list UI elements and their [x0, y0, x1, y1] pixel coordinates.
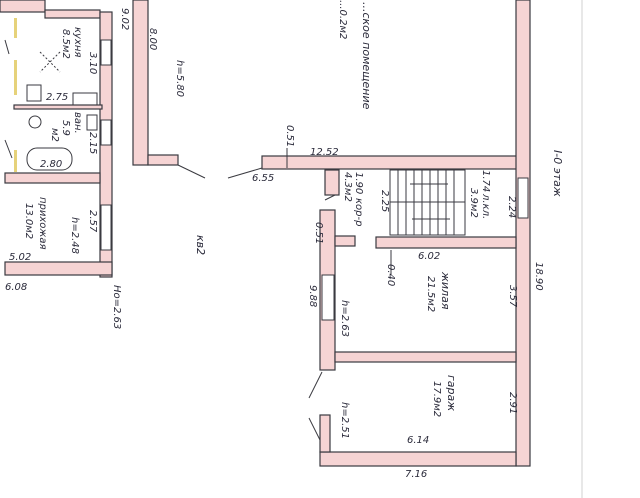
- door-swings: [4, 39, 392, 441]
- labels: 9.02 8.00 h=5.80 3.10 кухня 8.5м2 2.75 в…: [5, 0, 564, 480]
- room-area: 8.5м2: [60, 29, 71, 59]
- room-name: кухня: [72, 27, 83, 57]
- dim-label: 2.24: [506, 196, 517, 218]
- dim-label: 12.52: [310, 147, 339, 158]
- stove-icon: [26, 84, 42, 102]
- height-label: h=2.51: [339, 402, 350, 439]
- floor-label: I-0 этаж: [551, 150, 564, 197]
- dim-label: 2.75: [46, 92, 68, 103]
- dim-label: 2.15: [87, 132, 98, 154]
- room-area: 5.9: [60, 120, 71, 136]
- height-label: h=2.63: [339, 300, 350, 337]
- fixtures: [26, 51, 98, 171]
- stairs: [389, 169, 466, 236]
- sink-icon: [72, 92, 98, 106]
- dim-label: 1.90: [353, 172, 364, 194]
- dim-label: 7.16: [405, 469, 427, 480]
- dim-label: 9.02: [119, 8, 130, 30]
- dim-label: 3.10: [87, 52, 98, 74]
- room-name: жилая: [439, 271, 452, 310]
- room-name: ван.: [72, 112, 83, 134]
- room-area: 4.3м2: [342, 172, 353, 202]
- dim-label: 6.02: [418, 251, 440, 262]
- ground-height-label: Но=2.63: [111, 285, 122, 329]
- windows: [14, 18, 529, 321]
- dim-label: 5.02: [9, 252, 31, 263]
- room-area: 21.5м2: [425, 276, 436, 312]
- apartment-label: кв2: [194, 235, 207, 255]
- room-name: ...ское помещение: [360, 2, 373, 110]
- room-name: прихожая: [37, 197, 48, 250]
- dim-label: 0.51: [313, 222, 324, 244]
- boiler-icon: [28, 115, 42, 129]
- dim-label: 2.80: [40, 159, 62, 170]
- room-area-unit: м2: [49, 128, 60, 142]
- dim-label: 2.25: [379, 190, 390, 212]
- room-name: л.кл.: [480, 193, 491, 219]
- washbasin-icon: [86, 114, 98, 131]
- dim-label: 9.88: [307, 285, 318, 307]
- dim-label: 0.40: [385, 264, 396, 286]
- bathtub-icon: [26, 147, 73, 171]
- room-area: 17.9м2: [431, 381, 442, 417]
- height-label: h=2.48: [69, 217, 80, 254]
- room-name: гараж: [445, 375, 458, 411]
- dim-label: 0.51: [284, 125, 295, 147]
- height-label: h=5.80: [174, 60, 185, 97]
- dim-label: 8.00: [147, 28, 158, 50]
- room-area: 3.9м2: [468, 188, 479, 218]
- room-area: 13.0м2: [23, 203, 34, 239]
- vent-icon: [39, 51, 61, 73]
- dim-label: 2.57: [87, 210, 98, 233]
- room-area: ...0.2м2: [337, 0, 348, 39]
- dim-label: 6.14: [407, 435, 429, 446]
- room-name: кор-р: [353, 198, 364, 226]
- dim-label: 6.55: [252, 173, 274, 184]
- dim-label: 3.57: [507, 285, 518, 308]
- dim-label: 2.91: [507, 392, 518, 414]
- dim-label: 1.74: [480, 170, 491, 192]
- dim-label: 6.08: [5, 282, 27, 293]
- dim-label: 18.90: [533, 262, 544, 291]
